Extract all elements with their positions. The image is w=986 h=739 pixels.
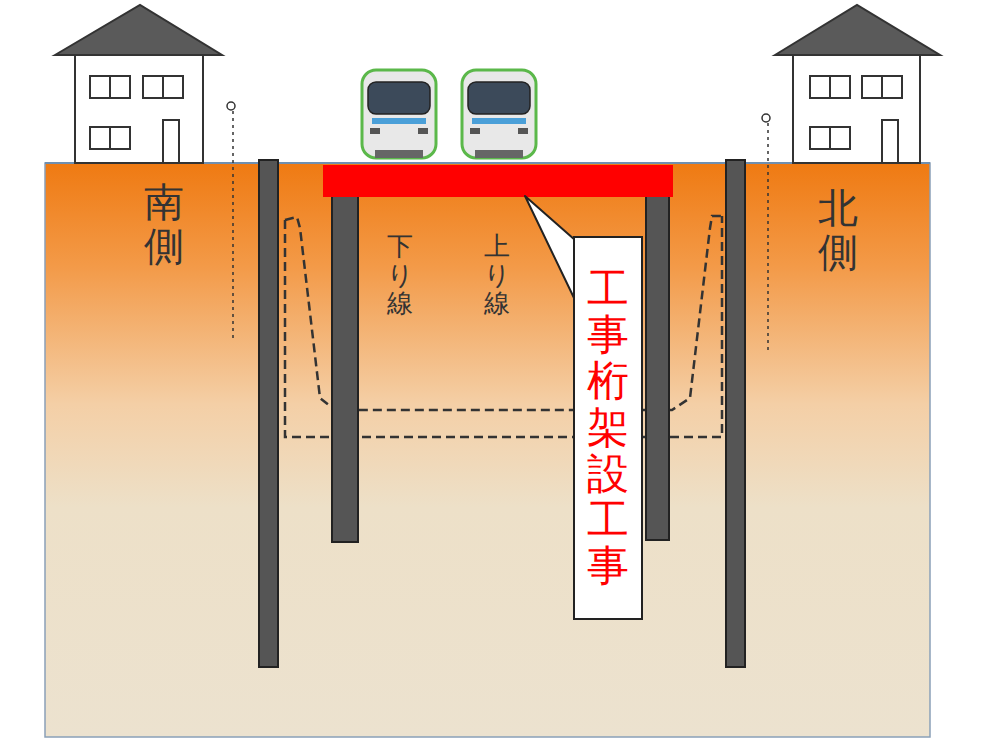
retaining-pile bbox=[259, 160, 278, 667]
track-label: 上り線 bbox=[484, 232, 510, 318]
side-label: 南側 bbox=[144, 180, 184, 268]
callout-box: 工事桁架設工事 bbox=[573, 236, 643, 620]
track-label: 下り線 bbox=[387, 232, 413, 318]
temporary-girder bbox=[323, 165, 673, 197]
callout-text: 工事桁架設工事 bbox=[587, 266, 629, 589]
callout-pointer bbox=[525, 196, 575, 300]
support-pile bbox=[332, 195, 358, 542]
train-up bbox=[462, 70, 536, 158]
side-label: 北側 bbox=[818, 186, 858, 274]
house-north bbox=[775, 5, 940, 163]
train-down bbox=[362, 70, 436, 158]
ground-section bbox=[45, 163, 930, 737]
house-south bbox=[55, 5, 222, 163]
support-pile bbox=[646, 195, 669, 540]
retaining-pile bbox=[726, 160, 745, 667]
